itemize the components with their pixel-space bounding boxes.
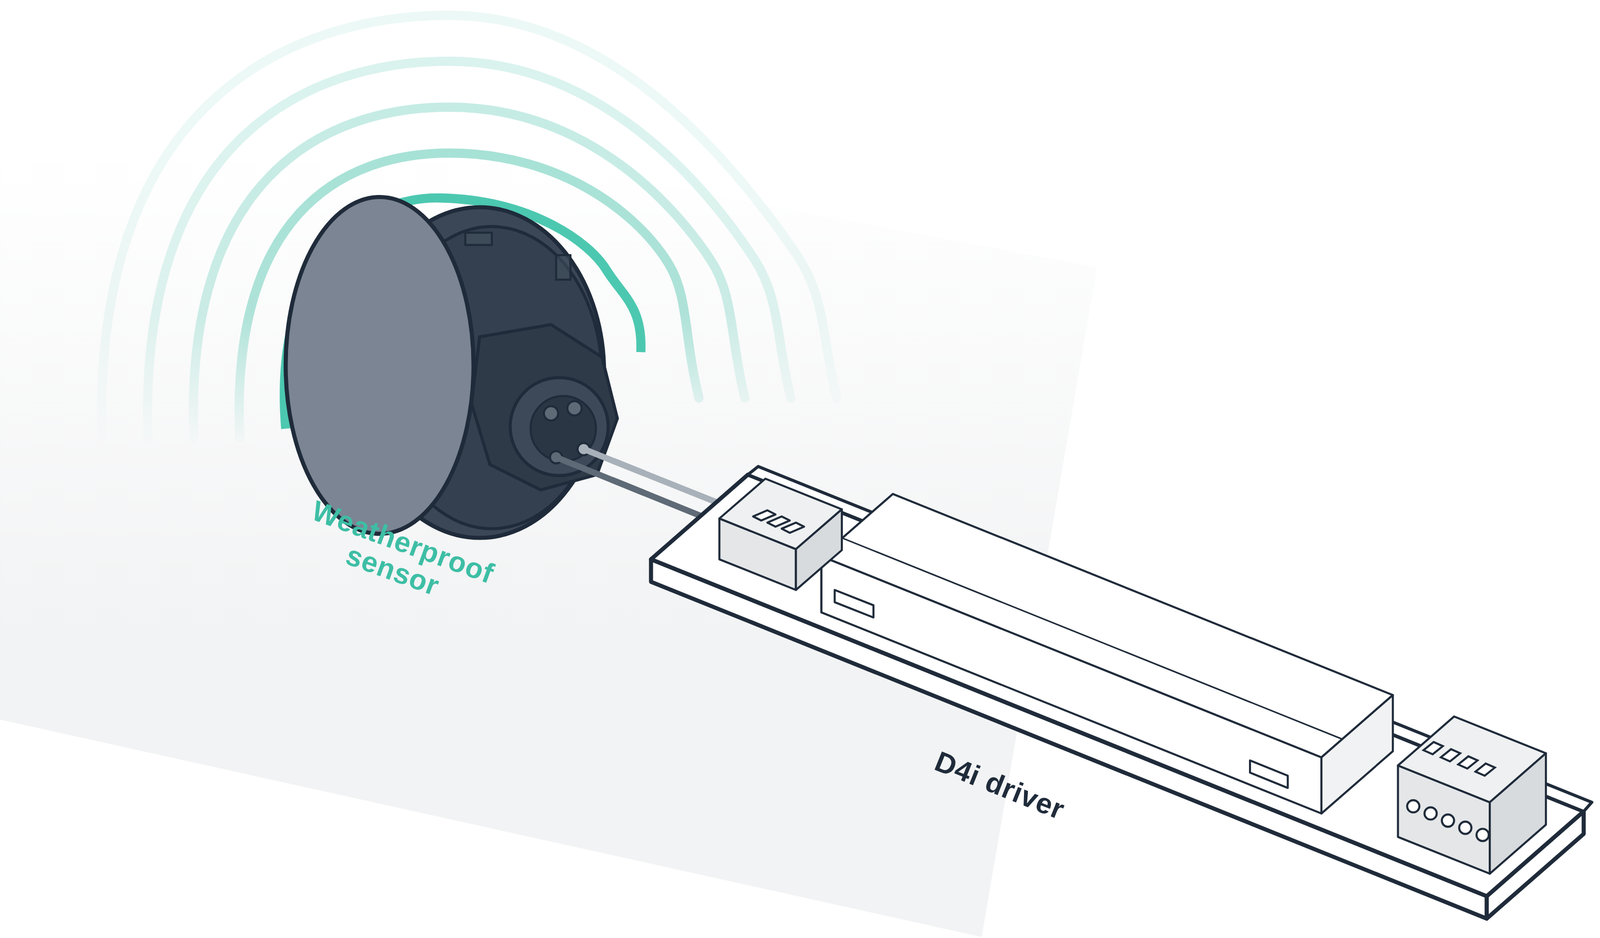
terminal-socket: [1440, 749, 1461, 762]
driver-housing-end: [1321, 695, 1393, 814]
terminal-screw: [1424, 807, 1437, 820]
terminal-socket: [1423, 741, 1443, 755]
terminal-screw: [1459, 821, 1472, 834]
terminal-socket: [1475, 763, 1495, 776]
terminal-socket: [767, 516, 791, 527]
driver-plate-lip: [747, 466, 1592, 812]
terminal-socket: [753, 510, 776, 521]
terminal-block: [1489, 753, 1546, 874]
sensor-notch: [465, 232, 492, 246]
driver-plate: [650, 474, 1584, 896]
wire-connector: [612, 480, 645, 494]
part-label: D4i driver: [930, 746, 1069, 826]
driver: [650, 466, 1592, 919]
driver-node: D4i driver: [644, 467, 1590, 924]
terminal-screw: [1407, 800, 1420, 813]
part-label: Weatherproof sensor: [279, 488, 517, 624]
terminal-screw: [1476, 828, 1489, 841]
wire-connector: [612, 460, 645, 474]
sensor-notch: [556, 255, 571, 280]
sensor-nut: [471, 324, 618, 490]
driver-slot: [1249, 760, 1288, 788]
sensor-lens: [285, 196, 474, 534]
driver-ridge: [841, 537, 1343, 739]
driver-housing-top: [821, 493, 1394, 758]
terminal-screw: [1441, 814, 1455, 827]
driver-slot: [834, 589, 874, 618]
sensor-pin: [544, 406, 559, 421]
terminal-socket: [1458, 756, 1478, 769]
terminal-block: [796, 509, 842, 590]
terminal-socket: [781, 522, 805, 533]
terminal-screws: [1407, 741, 1495, 841]
background-panel: [0, 61, 1097, 937]
sensor-pin: [567, 401, 582, 416]
sensor-node: Weatherproof sensor: [270, 193, 612, 639]
